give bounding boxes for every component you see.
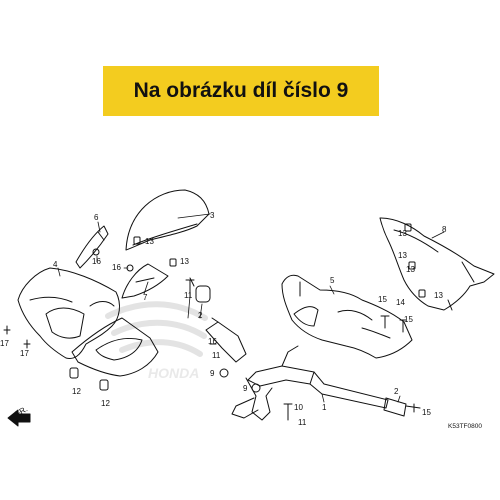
damper-rubber-part <box>189 277 211 303</box>
bar-end-weight-part-2 <box>383 397 421 417</box>
callout-9-a: 9 <box>210 369 215 378</box>
leader-lines <box>57 213 445 403</box>
front-direction-arrow-icon <box>7 409 31 427</box>
callout-9-b: 9 <box>243 384 248 393</box>
callout-17-b: 17 <box>20 349 29 358</box>
callout-13-a: 13 <box>145 237 154 246</box>
callout-16-a: 16 <box>92 257 101 266</box>
callout-numbers: 3 6 13 16 16 13 4 7 11 2 5 8 13 13 13 13… <box>0 211 447 427</box>
honda-wing-watermark <box>105 301 208 357</box>
callout-11-b: 11 <box>212 351 221 360</box>
side-trim-part-7 <box>121 263 169 299</box>
screw-part-17 <box>3 325 31 349</box>
callout-11-a: 11 <box>184 291 193 300</box>
callout-12-b: 12 <box>101 399 110 408</box>
callout-17-a: 17 <box>0 339 9 348</box>
callout-6-b: 16 <box>208 337 217 346</box>
callout-15-a: 15 <box>378 295 387 304</box>
bracket-part-6 <box>75 225 109 269</box>
title-banner: Na obrázku díl číslo 9 <box>103 66 379 116</box>
callout-13-c: 13 <box>398 229 407 238</box>
callout-2-a: 2 <box>198 311 203 320</box>
callout-16-b: 16 <box>112 263 121 272</box>
bolt-parts <box>185 279 407 421</box>
clip-part-13 <box>133 223 426 298</box>
callout-6: 6 <box>94 213 99 222</box>
windscreen-part <box>125 189 210 251</box>
callout-14: 14 <box>396 298 405 307</box>
callout-13-f: 13 <box>434 291 443 300</box>
callout-10: 10 <box>294 403 303 412</box>
callout-3: 3 <box>210 211 215 220</box>
callout-12-a: 12 <box>72 387 81 396</box>
callout-15-c: 15 <box>422 408 431 417</box>
banner-text: Na obrázku díl číslo 9 <box>133 79 349 102</box>
rear-cover-part-5 <box>281 274 413 359</box>
callout-13-e: 13 <box>406 265 415 274</box>
nut-part-9 <box>219 368 261 393</box>
handlebar-part-1 <box>205 317 389 421</box>
callout-13-d: 13 <box>398 251 407 260</box>
front-cover-part-4 <box>17 267 120 359</box>
callout-13-b: 13 <box>180 257 189 266</box>
callout-2-b: 2 <box>394 387 399 396</box>
side-panel-part-8 <box>379 217 495 311</box>
callout-7: 7 <box>143 293 148 302</box>
clip-part-12 <box>69 367 109 391</box>
callout-4: 4 <box>53 260 58 269</box>
diagram-code: K53TF0800 <box>448 423 482 430</box>
watermark-text: HONDA <box>148 365 199 381</box>
callout-15-b: 15 <box>404 315 413 324</box>
callout-8: 8 <box>442 225 447 234</box>
callout-11-c: 11 <box>298 418 307 427</box>
front-lower-cowl <box>71 317 159 377</box>
callout-5: 5 <box>330 276 335 285</box>
callout-1: 1 <box>322 403 327 412</box>
